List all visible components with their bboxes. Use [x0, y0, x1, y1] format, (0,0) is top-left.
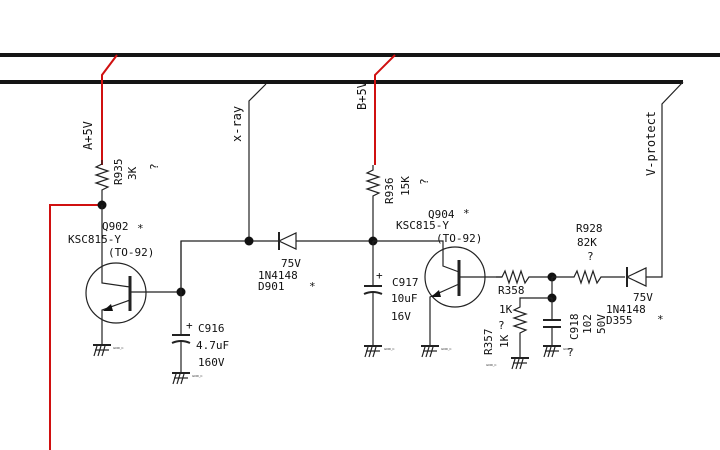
a5v-wire [101, 54, 118, 165]
junction-xray [244, 236, 254, 246]
q902-emitter-path [101, 299, 131, 345]
r936-value: 15K [399, 176, 412, 196]
svg-text:GND_C: GND_C [441, 347, 451, 351]
net-label-b5v: B+5V [355, 81, 369, 110]
c917-ref: C917 [392, 276, 419, 289]
c917-value: 10uF [391, 292, 418, 305]
svg-text:GND_C: GND_C [192, 374, 202, 378]
net-label-vprotect: V-protect [644, 111, 658, 176]
q904-emitter-arrow [431, 290, 441, 297]
r357-value: 1K [498, 334, 511, 348]
r928-note: ? [587, 250, 594, 263]
svg-text:GND_C: GND_C [113, 346, 123, 350]
q902-ref: Q902 [102, 220, 129, 233]
q904-emitter-path [429, 283, 460, 346]
b5v-wire [374, 54, 396, 165]
q902-emitter-arrow [103, 304, 113, 311]
q902-part: KSC815-Y [68, 233, 121, 246]
c916-value: 4.7uF [196, 339, 229, 352]
r935-note: ? [148, 163, 161, 170]
c918-voltage: 50V [595, 314, 608, 334]
c918-ref: C918 [568, 314, 581, 341]
q902-pkg: (TO-92) [108, 246, 154, 259]
ground-symbol-r357: GND_C [486, 357, 529, 370]
r357-resistor [512, 297, 552, 358]
r357-ref: R357 [482, 329, 495, 356]
svg-text:GND_C: GND_C [563, 347, 573, 351]
d355-mark: * [657, 313, 664, 326]
r935-resistor [94, 160, 110, 205]
ground-symbol-c916: GND_C [172, 372, 202, 385]
c916-ref: C916 [198, 322, 225, 335]
d901-part: 1N4148 [258, 269, 298, 282]
xray-wire [248, 83, 267, 241]
q902-transistor [85, 262, 147, 324]
net-label-a5v: A+5V [81, 121, 95, 150]
q904-pkg: (TO-92) [436, 232, 482, 245]
d901-voltage: 75V [281, 257, 301, 270]
q904-mark: * [463, 207, 470, 220]
d355-part: 1N4148 [606, 303, 646, 316]
r928-value: 82K [577, 236, 597, 249]
d901-ref: D901 [258, 280, 285, 293]
svg-text:GND_C: GND_C [384, 347, 394, 351]
q904-part: KSC815-Y [396, 219, 449, 232]
r936-note: ? [418, 178, 431, 185]
vprotect-wire [646, 81, 684, 278]
c916-polarity: + [186, 319, 193, 332]
ground-symbol-q902: GND_C [93, 344, 123, 357]
q904-collector-path [442, 262, 460, 273]
r936-resistor [365, 165, 381, 241]
c916-voltage: 160V [198, 356, 225, 369]
d355-ref: D355 [606, 314, 633, 327]
c918-note: ? [567, 346, 574, 359]
d901-mark: * [309, 280, 316, 293]
c917-polarity: + [376, 269, 383, 282]
r936-ref: R936 [383, 178, 396, 205]
r935-value: 3K [126, 166, 139, 180]
r357-note: ? [498, 319, 505, 332]
q904-collector-wire [373, 240, 444, 262]
svg-text:GND_C: GND_C [486, 363, 496, 367]
c917-voltage: 16V [391, 310, 411, 323]
d355-voltage: 75V [633, 291, 653, 304]
ground-symbol-c918: GND_C [543, 345, 573, 358]
q902-mark: * [137, 222, 144, 235]
d901-diode [277, 232, 297, 250]
ground-symbol-c917: GND_C [364, 345, 394, 358]
emitter-output-wire [49, 204, 102, 450]
q902-collector-path [101, 275, 131, 288]
net-label-xray: x-ray [230, 106, 244, 142]
r358-resistor [496, 269, 552, 285]
d355-diode [625, 267, 647, 287]
r358-value: 1K [499, 303, 513, 316]
ground-symbol-q904: GND_C [421, 345, 451, 358]
r935-ref: R935 [112, 159, 125, 186]
q904-ref: Q904 [428, 208, 455, 221]
r928-ref: R928 [576, 222, 603, 235]
r358-ref: R358 [498, 284, 525, 297]
r928-resistor [552, 269, 625, 285]
c918-value: 102 [581, 314, 594, 334]
